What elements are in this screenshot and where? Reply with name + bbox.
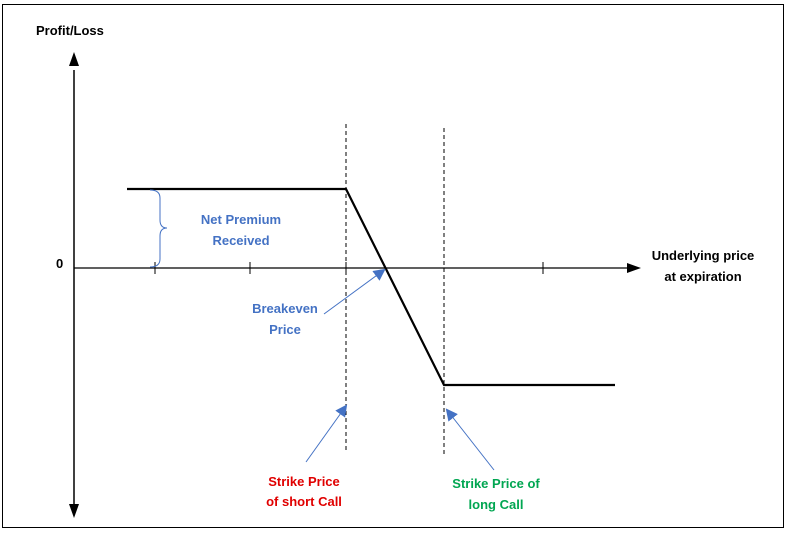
zero-label: 0 [56,256,63,271]
x-axis-label-line1: Underlying price [652,248,755,263]
premium-brace-icon [149,189,168,268]
breakeven-label-line1: Breakeven [252,301,318,316]
short-strike-arrow-icon [305,404,348,463]
y-axis [69,52,79,518]
x-axis-label-line2: at expiration [664,269,741,284]
long-strike-arrow-icon [445,408,495,471]
premium-label-line2: Received [212,233,269,248]
premium-label-line1: Net Premium [201,212,281,227]
breakeven-label-line2: Price [269,322,301,337]
diagram-frame [2,4,784,528]
long-strike-label-line1: Strike Price of [452,476,540,491]
x-axis-right-arrow-icon [627,263,641,273]
short-strike-label-line2: of short Call [266,494,342,509]
y-axis-label: Profit/Loss [36,23,104,38]
breakeven-arrow-icon [323,268,386,315]
y-axis-up-arrow-icon [69,52,79,66]
payoff-line [127,187,615,387]
y-axis-down-arrow-icon [69,504,79,518]
long-strike-label-line2: long Call [469,497,524,512]
short-strike-label-line1: Strike Price [268,474,340,489]
